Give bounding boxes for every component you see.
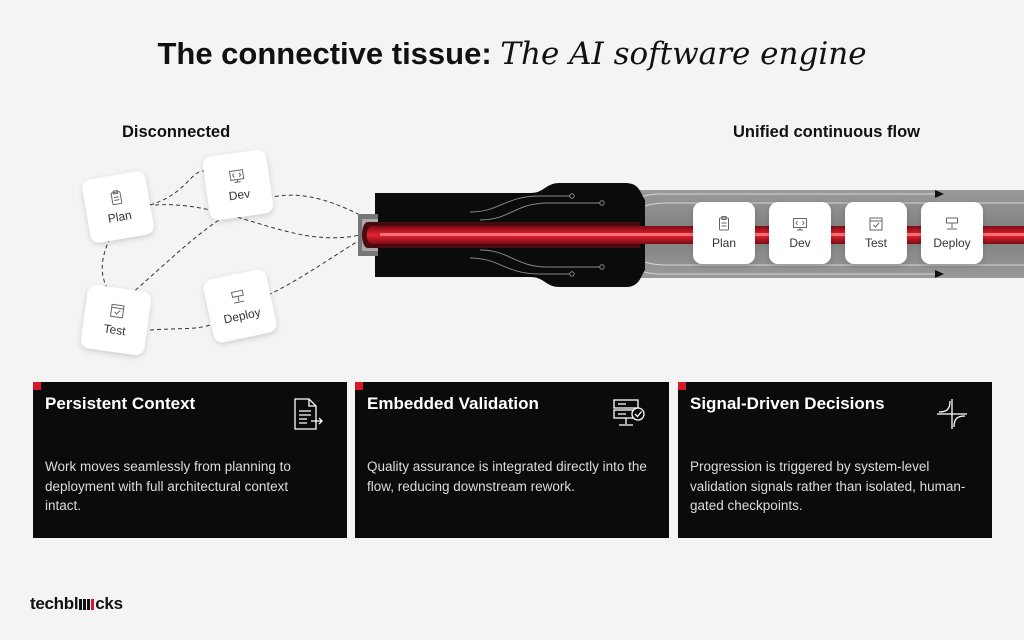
tile-box: [81, 285, 151, 355]
dash-deploy-hub: [267, 239, 361, 296]
checklist-window-icon: [109, 303, 125, 319]
server-check-icon: [613, 399, 645, 426]
title-italic: The AI software engine: [500, 36, 867, 72]
logo-text-start: techbl: [30, 594, 79, 613]
stages_disconnected-tile-test: Test: [81, 285, 151, 355]
server-icon: [946, 217, 958, 230]
card-description: Progression is triggered by system-level…: [690, 459, 966, 513]
card-description: Quality assurance is integrated directly…: [367, 459, 647, 494]
card-embedded-validation: Embedded Validation Quality assurance is…: [355, 382, 669, 538]
stages_unified-tile-plan: Plan: [693, 202, 755, 264]
tile-box: [203, 150, 273, 220]
circuit-nodes: [569, 193, 605, 277]
code-monitor-icon: [793, 218, 807, 231]
card-persistent-context: Persistent Context Work moves seamlessly…: [33, 382, 347, 538]
logo-text-end: cks: [95, 594, 123, 613]
tile-label: Test: [865, 236, 888, 250]
tile-box: [82, 171, 154, 243]
tile-box: [845, 202, 907, 264]
dash-plan-hub: [154, 204, 361, 239]
card-title: Embedded Validation: [367, 394, 539, 413]
code-monitor-icon: [228, 169, 245, 183]
checklist-window-icon: [869, 217, 883, 231]
tile-box: [693, 202, 755, 264]
document-arrow-icon: [294, 398, 323, 430]
dash-test-deploy: [149, 324, 211, 331]
stages_disconnected-tile-deploy: Deploy: [203, 269, 277, 343]
title-bold: The connective tissue:: [157, 36, 492, 71]
tile-box: [921, 202, 983, 264]
tile-label: Dev: [789, 236, 810, 250]
unified-tiles: Plan Dev Test Deploy: [693, 202, 983, 264]
card-description: Work moves seamlessly from planning to d…: [45, 459, 291, 513]
arrow-top: [935, 190, 944, 198]
techblocks-logo: techbl cks: [30, 594, 123, 614]
logo-blocks-mark: [79, 599, 95, 610]
section-label-disconnected: Disconnected: [122, 123, 231, 141]
stages_unified-tile-dev: Dev: [769, 202, 831, 264]
tile-label: Plan: [712, 236, 736, 250]
card-accent-corner: [33, 382, 41, 390]
tile-box: [769, 202, 831, 264]
section-label-unified: Unified continuous flow: [733, 123, 920, 141]
card-title: Signal-Driven Decisions: [690, 394, 885, 413]
page-title: The connective tissue: The AI software e…: [0, 36, 1024, 72]
clipboard-icon: [719, 216, 729, 231]
server-icon: [230, 289, 245, 304]
stages_disconnected-tile-dev: Dev: [203, 150, 273, 220]
card-signal-driven-decisions: Signal-Driven Decisions Progression is t…: [678, 382, 992, 538]
tile-label: Test: [103, 321, 127, 338]
card-accent-corner: [355, 382, 363, 390]
tile-box: [203, 269, 277, 343]
clipboard-icon: [110, 189, 123, 206]
stages_unified-tile-test: Test: [845, 202, 907, 264]
stages_disconnected-tile-plan: Plan: [82, 171, 154, 243]
stages_unified-tile-deploy: Deploy: [921, 202, 983, 264]
card-accent-corner: [678, 382, 686, 390]
signal-curve-icon: [937, 399, 967, 429]
card-title: Persistent Context: [45, 394, 196, 413]
tile-label: Plan: [107, 208, 133, 226]
tile-label: Deploy: [933, 236, 970, 250]
tile-label: Dev: [228, 186, 251, 203]
dash-dev-hub: [267, 194, 361, 216]
dash-plan-test: [101, 237, 111, 291]
arrow-bottom: [935, 270, 944, 278]
